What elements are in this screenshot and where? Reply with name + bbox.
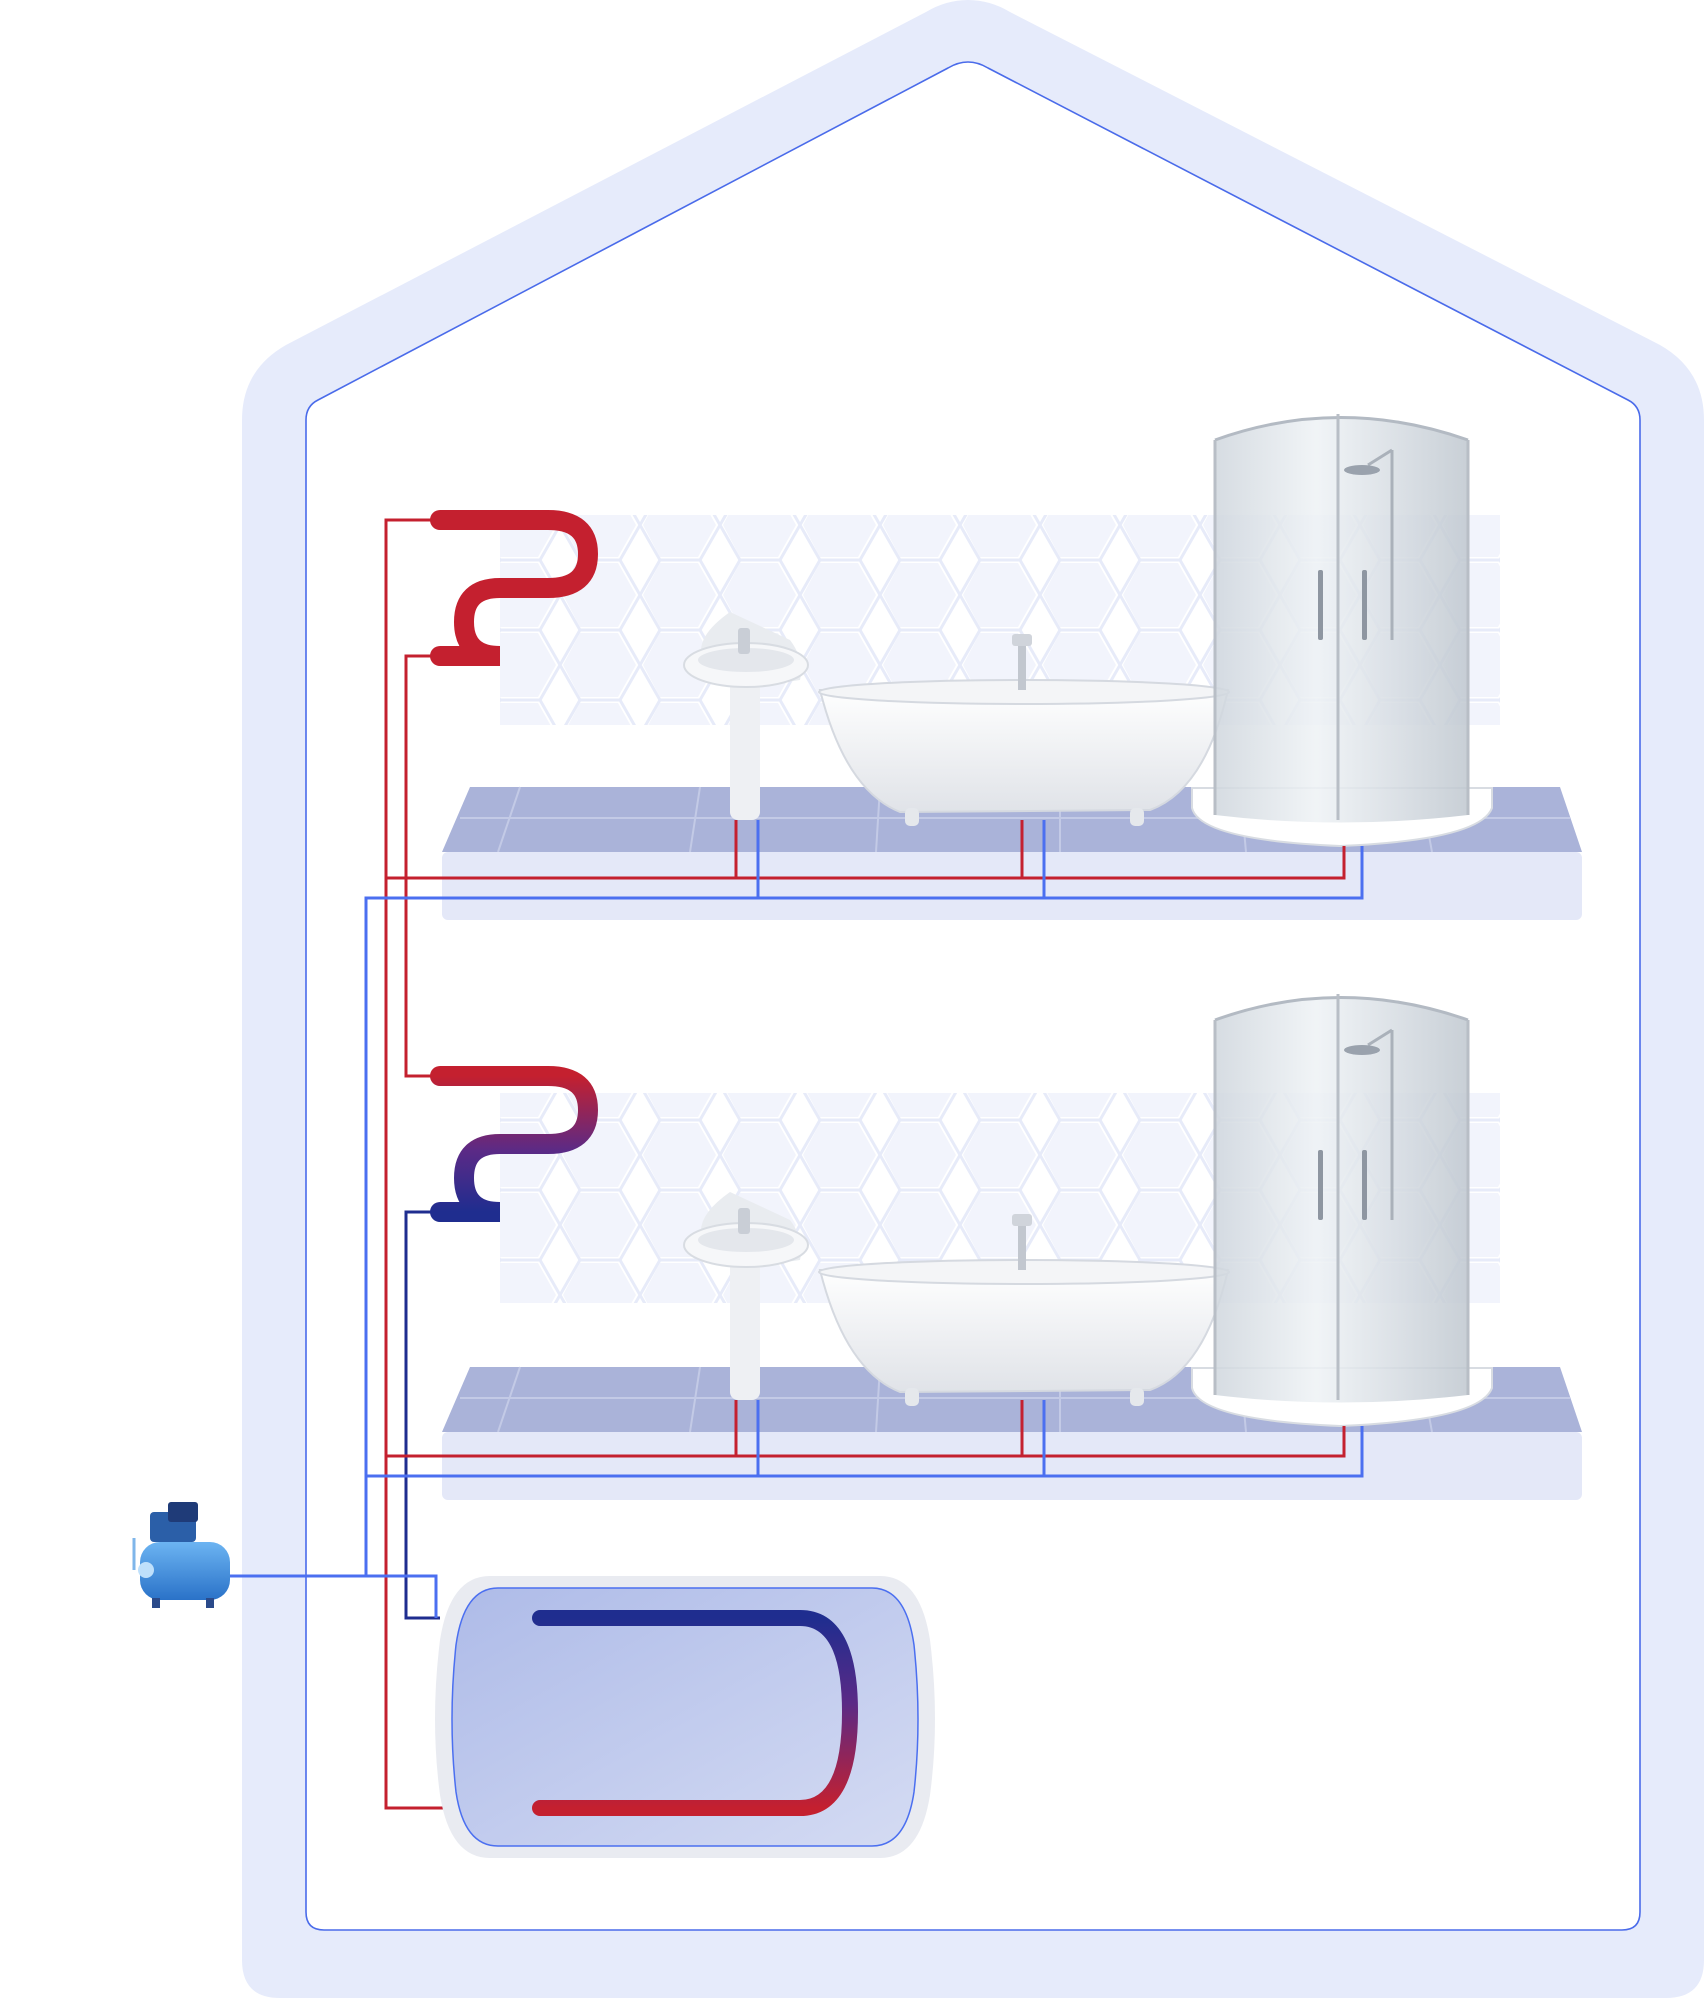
floor-front-upper — [442, 852, 1582, 920]
floor-front-lower — [442, 1432, 1582, 1500]
water-heater-tank — [435, 1576, 935, 1858]
towel-rail-upper — [430, 510, 599, 666]
towel-rail-lower — [430, 1066, 599, 1222]
bathtub-upper — [818, 634, 1230, 826]
pressure-pump — [132, 1502, 230, 1608]
shower-cabin-lower — [1191, 994, 1493, 1428]
washbasin-lower — [683, 1192, 809, 1400]
bathtub-lower — [818, 1214, 1230, 1406]
washbasin-upper — [683, 612, 809, 820]
pipe-network — [226, 518, 1364, 1810]
shower-cabin-upper — [1191, 414, 1493, 848]
